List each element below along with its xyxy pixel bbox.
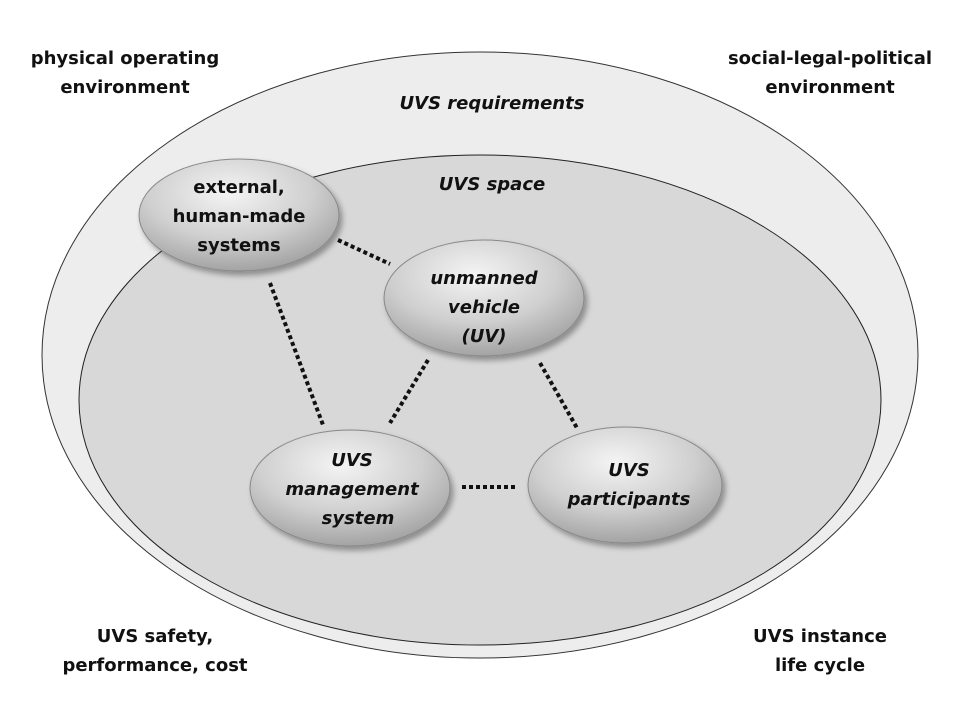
node-label: UVS: [608, 460, 650, 481]
outer-region-label: UVS requirements: [400, 93, 585, 114]
node-label: unmanned: [430, 268, 538, 289]
corner-label-social-environment: social-legal-political environment: [720, 44, 940, 102]
corner-line: social-legal-political: [727, 48, 933, 69]
node-label: vehicle: [448, 297, 520, 318]
corner-label-safety-performance-cost: UVS safety, performance, cost: [45, 622, 265, 680]
node-label: participants: [567, 489, 691, 510]
connector-external-uv: [337, 238, 391, 266]
connector-external-management: [268, 282, 325, 426]
corner-line: performance, cost: [62, 655, 248, 676]
node-label: (UV): [462, 326, 507, 347]
node-label: management: [285, 479, 420, 500]
corner-line: UVS safety,: [96, 626, 214, 647]
connector-uv-management: [388, 358, 430, 425]
node-ellipse: [138, 158, 340, 272]
connector-uv-participants: [538, 362, 579, 429]
node-participants: UVS participants: [527, 426, 723, 544]
node-unmanned-vehicle: unmanned vehicle (UV): [383, 239, 585, 357]
corner-line: life cycle: [774, 655, 866, 676]
corner-line: environment: [60, 77, 190, 98]
node-ellipse: [527, 426, 723, 544]
node-external-systems: external, human-made systems: [138, 158, 340, 272]
node-management-system: UVS management system: [249, 429, 451, 547]
node-label: UVS: [331, 450, 373, 471]
node-label: human-made: [173, 206, 306, 227]
node-label: external,: [193, 177, 284, 198]
corner-line: environment: [765, 77, 895, 98]
corner-label-physical-environment: physical operating environment: [15, 44, 235, 102]
connectors: [268, 238, 579, 489]
corner-label-instance-life-cycle: UVS instance life cycle: [710, 622, 930, 680]
corner-line: UVS instance: [753, 626, 887, 647]
node-label: systems: [197, 235, 280, 256]
node-ellipse: [383, 239, 585, 357]
corner-line: physical operating: [30, 48, 220, 69]
node-ellipse: [249, 429, 451, 547]
inner-region-label: UVS space: [439, 174, 545, 195]
node-label: system: [322, 508, 395, 529]
